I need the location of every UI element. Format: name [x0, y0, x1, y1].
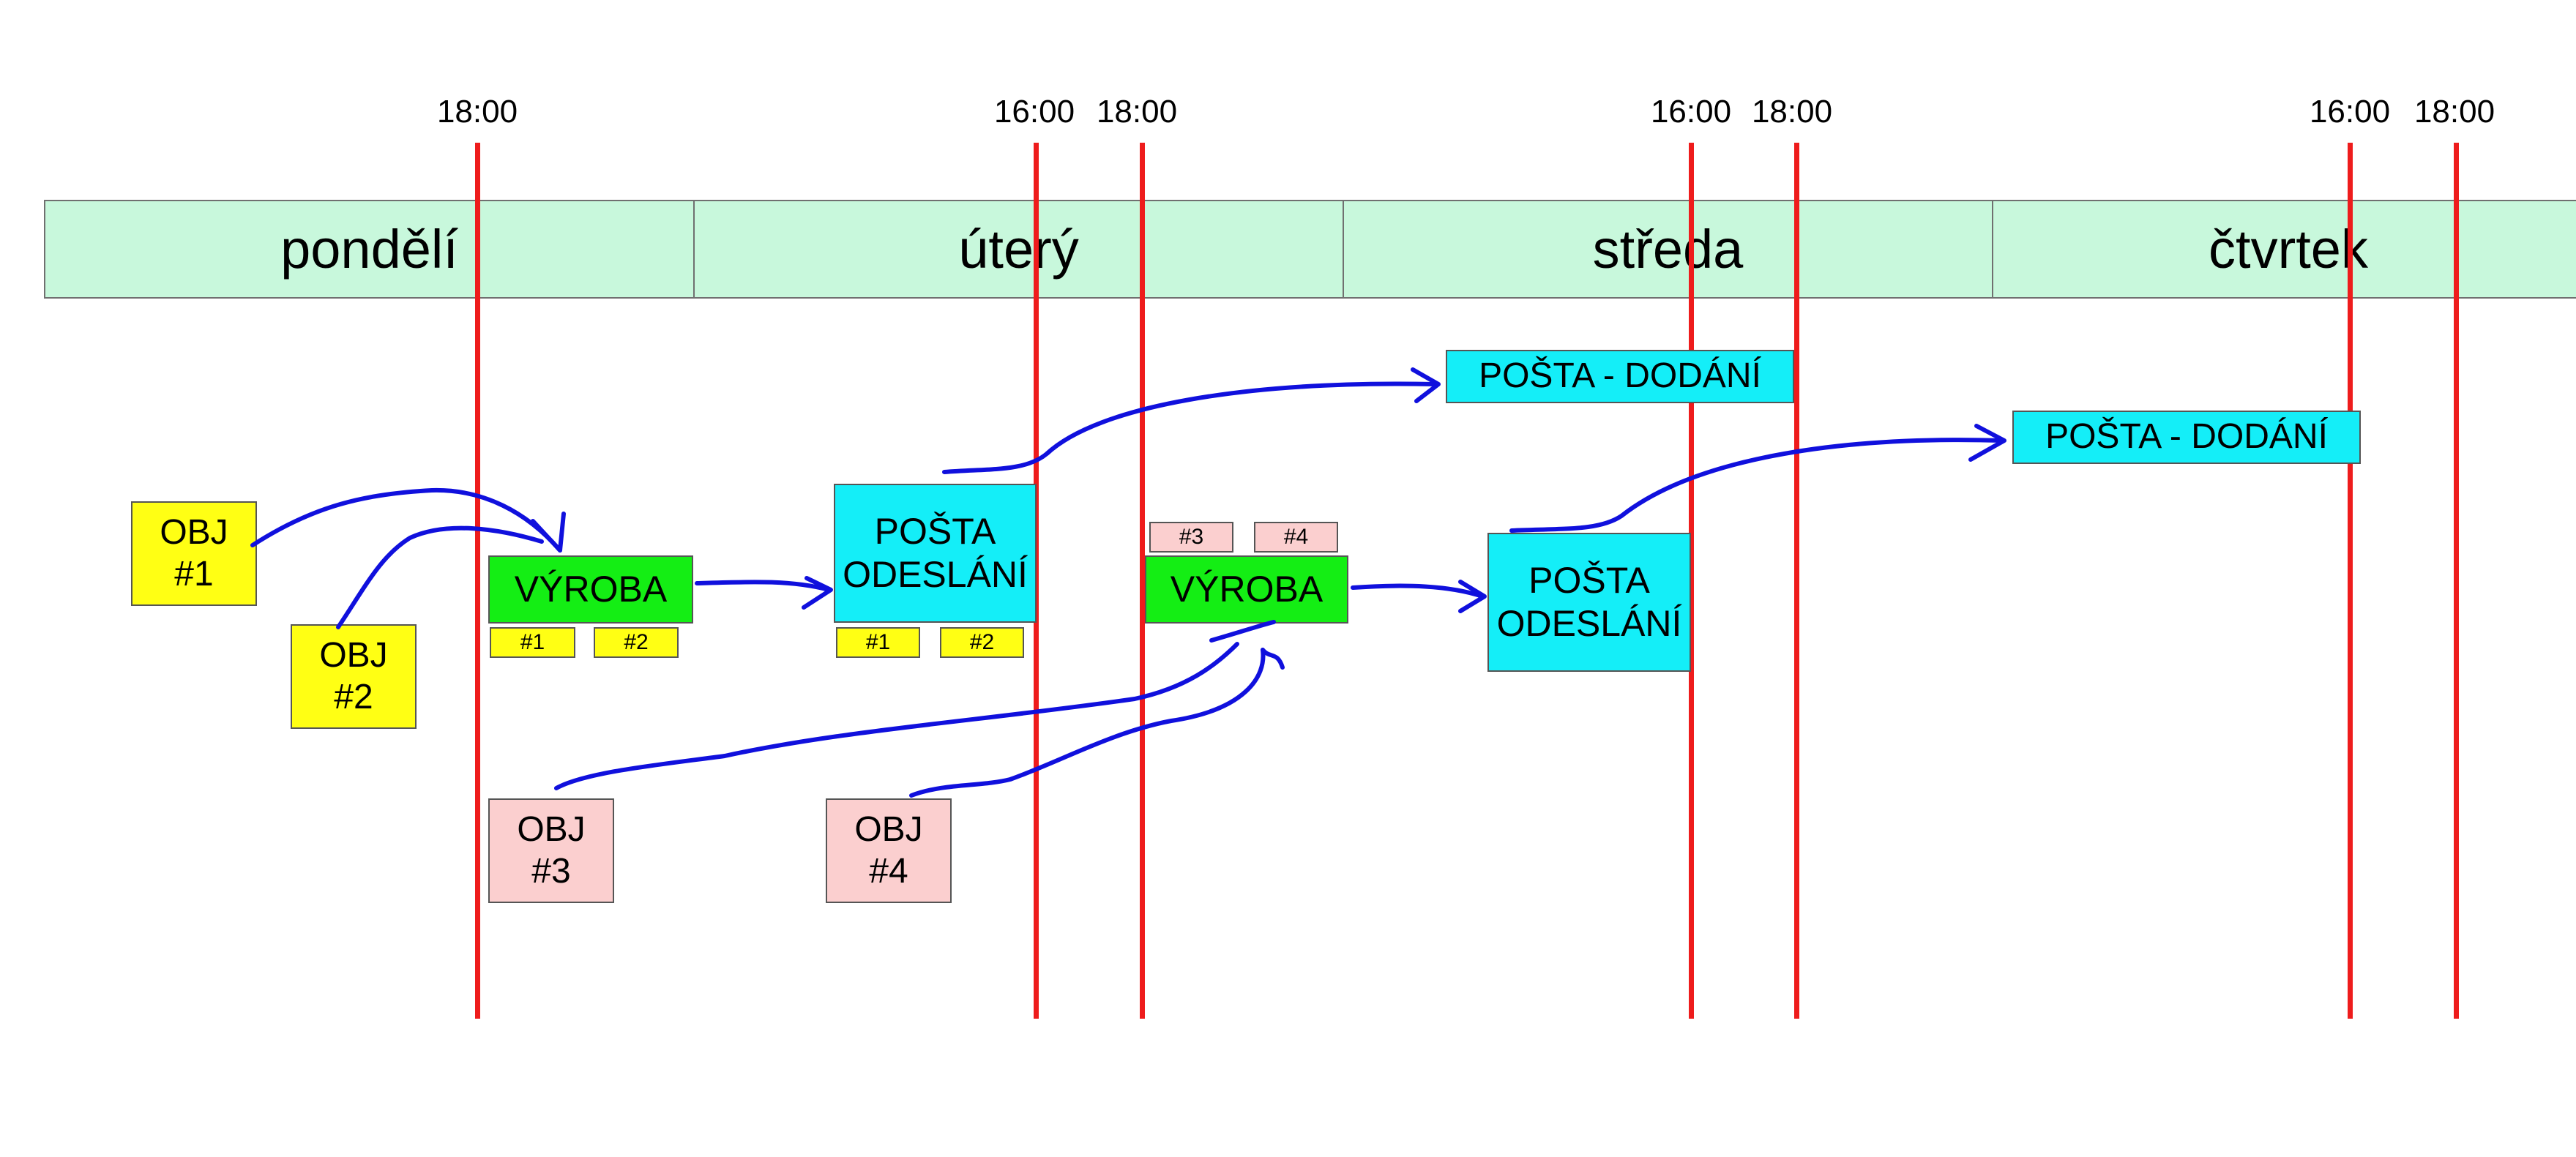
day-label: středa — [1592, 219, 1744, 280]
order-tag: #1 — [490, 627, 575, 658]
order-number: #1 — [174, 554, 214, 594]
time-line — [2348, 143, 2353, 1019]
day-band-monday: pondělí — [44, 200, 695, 299]
time-line — [1689, 143, 1694, 1019]
production-box-1: VÝROBA — [488, 555, 693, 624]
time-label-mon-1800: 18:00 — [436, 94, 518, 130]
order-number: #2 — [334, 677, 373, 716]
post-shipping-box-2: POŠTA ODESLÁNÍ — [1487, 533, 1691, 672]
arrow-order3-to-production — [554, 642, 1239, 790]
order-box-4: OBJ #4 — [826, 798, 952, 903]
time-line — [475, 143, 480, 1019]
production-label: VÝROBA — [1170, 569, 1324, 610]
post-delivery-box: POŠTA - DODÁNÍ — [2012, 411, 2361, 464]
arrow-shipping1-to-delivery — [942, 381, 1437, 474]
arrowhead — [802, 576, 833, 610]
post-shipping-label: ODESLÁNÍ — [843, 554, 1028, 595]
production-box-2: VÝROBA — [1145, 555, 1348, 624]
arrowhead — [1968, 424, 2006, 462]
day-label: čtvrtek — [2209, 219, 2368, 280]
time-label-wed-1800: 18:00 — [1751, 94, 1833, 130]
order-box-2: OBJ #2 — [291, 624, 417, 729]
arrowhead — [1261, 648, 1285, 670]
time-label-tue-1800: 18:00 — [1096, 94, 1178, 130]
order-label: OBJ — [517, 809, 586, 849]
post-delivery-label: POŠTA - DODÁNÍ — [1479, 356, 1761, 396]
time-label-tue-1600: 16:00 — [993, 94, 1075, 130]
order-tag: #3 — [1149, 522, 1233, 553]
day-label: úterý — [958, 219, 1079, 280]
time-label-wed-1600: 16:00 — [1650, 94, 1732, 130]
order-box-3: OBJ #3 — [488, 798, 614, 903]
post-shipping-label: POŠTA — [874, 511, 996, 552]
order-number: #4 — [869, 851, 908, 891]
arrow-order1-to-production — [250, 487, 562, 553]
post-delivery-label: POŠTA - DODÁNÍ — [2045, 417, 2328, 457]
arrow-order4-to-production — [909, 648, 1266, 798]
arrow-production2-to-shipping — [1351, 583, 1485, 599]
order-label: OBJ — [160, 512, 228, 552]
time-line — [2454, 143, 2459, 1019]
time-line — [1140, 143, 1145, 1019]
order-tag: #1 — [836, 627, 920, 658]
order-tag: #4 — [1254, 522, 1338, 553]
post-shipping-box-1: POŠTA ODESLÁNÍ — [834, 484, 1037, 623]
time-label-thu-1600: 16:00 — [2309, 94, 2391, 130]
arrow-shipping2-to-delivery — [1509, 438, 2004, 533]
day-band-tuesday: úterý — [693, 200, 1344, 299]
order-label: OBJ — [319, 635, 388, 675]
order-number: #3 — [531, 851, 571, 891]
arrow-order2-to-production — [336, 525, 544, 629]
post-shipping-label: POŠTA — [1528, 560, 1650, 601]
order-tag: #2 — [940, 627, 1024, 658]
arrow-production1-to-shipping — [695, 580, 831, 592]
arrowhead — [531, 512, 566, 553]
post-delivery-box: POŠTA - DODÁNÍ — [1446, 350, 1794, 403]
order-label: OBJ — [854, 809, 923, 849]
day-band-thursday: čtvrtek — [1992, 200, 2576, 299]
time-line — [1794, 143, 1799, 1019]
time-label-thu-1800: 18:00 — [2413, 94, 2495, 130]
order-box-1: OBJ #1 — [131, 501, 257, 606]
order-tag: #2 — [594, 627, 679, 658]
production-label: VÝROBA — [514, 569, 668, 610]
day-band-wednesday: středa — [1343, 200, 1993, 299]
arrowhead — [1458, 580, 1487, 613]
arrowhead — [1411, 367, 1441, 403]
day-label: pondělí — [280, 219, 458, 280]
arrowhead — [1209, 620, 1276, 643]
post-shipping-label: ODESLÁNÍ — [1496, 603, 1682, 644]
